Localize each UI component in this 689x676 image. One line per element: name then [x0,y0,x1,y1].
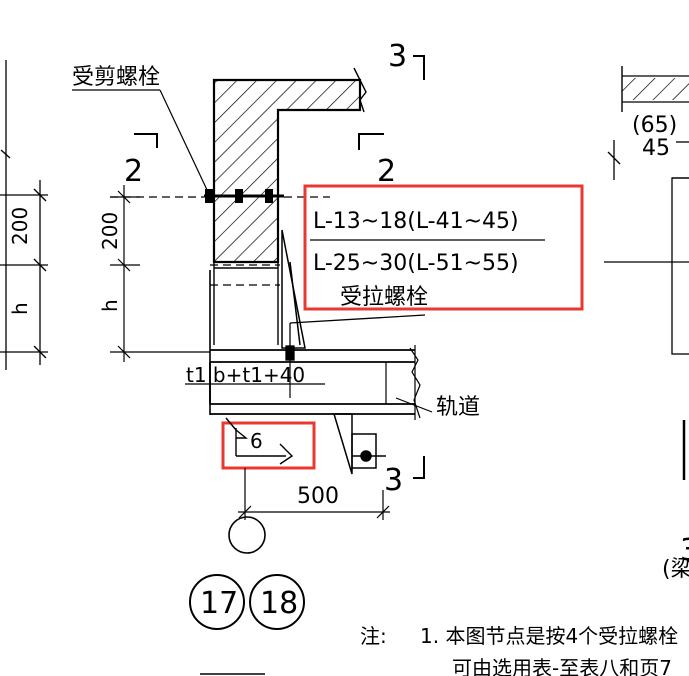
rail-label: 轨道 [436,395,480,420]
note-line-1: 1. 本图节点是按4个受拉螺栓 [420,624,678,648]
plate-code-line-2: L-25~30(L-51~55) [313,251,519,276]
dim-500-line [238,468,390,520]
weld-symbol [225,417,294,465]
note-prefix: 注: [360,624,387,648]
main-dim-h: h [98,299,122,312]
note-line-2: 可由选用表-至表八和页7 [452,656,672,676]
right-partial-detail [604,66,689,480]
left-dim-h: h [8,302,32,315]
rail-leader [395,397,433,413]
detail-circle-18 [249,574,305,630]
section-mark-3-bottom [413,456,425,479]
bottom-dim-line [185,360,325,398]
right-dim-45: 45 [642,136,670,161]
bottom-bracket [332,413,386,475]
right-partial-paren: (梁 [662,557,689,582]
left-dim-200: 200 [8,207,32,245]
detail-17-label: 17 [200,586,238,621]
shear-bolt-label: 受剪螺栓 [72,65,160,90]
main-dim-200: 200 [98,212,122,250]
weld-size: 6 [250,429,263,453]
section-3-bottom-label: 3 [384,463,403,498]
axis-circle [228,516,266,554]
detail-18-label: 18 [260,586,298,621]
section-2-left-label: 2 [124,154,143,189]
highlight-box-plate-codes [303,184,584,311]
tension-bolt-label: 受拉螺栓 [340,285,428,310]
detail-circle-17 [189,574,245,630]
section-mark-2-right [358,133,384,150]
tension-bolt [285,314,426,361]
highlight-box-weld [221,421,316,470]
section-mark-2-left [134,133,158,148]
right-dim-65: (65) [632,113,677,138]
section-3-top-label: 3 [388,39,407,74]
section-mark-3-top [413,55,425,80]
bottom-dim-text: t1 b+t1+40 [186,363,305,387]
plate-code-line-1: L-13~18(L-41~45) [313,209,519,234]
stiffener-plate [281,229,306,349]
dim-500-text: 500 [297,484,339,509]
right-partial-3: 3 [680,533,689,568]
main-dimension-lines [110,185,280,362]
left-partial-detail [0,60,48,370]
section-2-right-label: 2 [377,154,396,189]
shear-bolt-leader [72,89,209,193]
